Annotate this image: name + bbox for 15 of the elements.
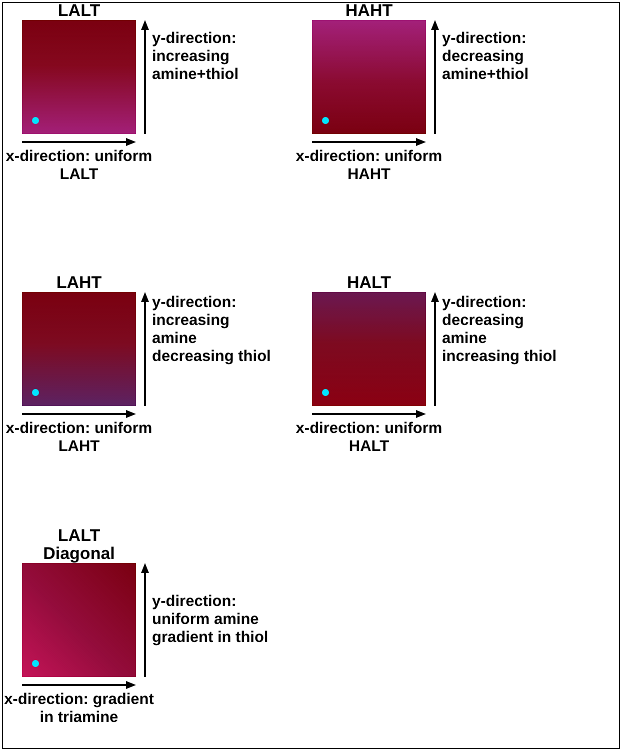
- axis-description: y-direction: increasing amine decreasing thiol: [152, 294, 272, 366]
- axis-description: x-direction: uniform LAHT: [4, 420, 154, 456]
- square-title: LALT Diagonal: [42, 527, 116, 563]
- square-title: LAHT: [55, 274, 103, 292]
- axis-description: y-direction: increasing amine+thiol: [152, 30, 240, 84]
- square-title: LALT: [56, 2, 102, 20]
- axis-description: y-direction: decreasing amine increasing thiol: [442, 294, 558, 366]
- axis-description: x-direction: uniform HAHT: [294, 148, 444, 184]
- axis-description: x-direction: uniform HALT: [294, 420, 444, 456]
- axis-description: x-direction: gradient in triamine: [4, 691, 154, 727]
- axis-description: y-direction: uniform amine gradient in thiol: [152, 593, 270, 647]
- axis-description: x-direction: uniform LALT: [4, 148, 154, 184]
- axis-description: y-direction: decreasing amine+thiol: [442, 30, 530, 84]
- square-title: HAHT: [344, 2, 394, 20]
- square-title: HALT: [346, 274, 392, 292]
